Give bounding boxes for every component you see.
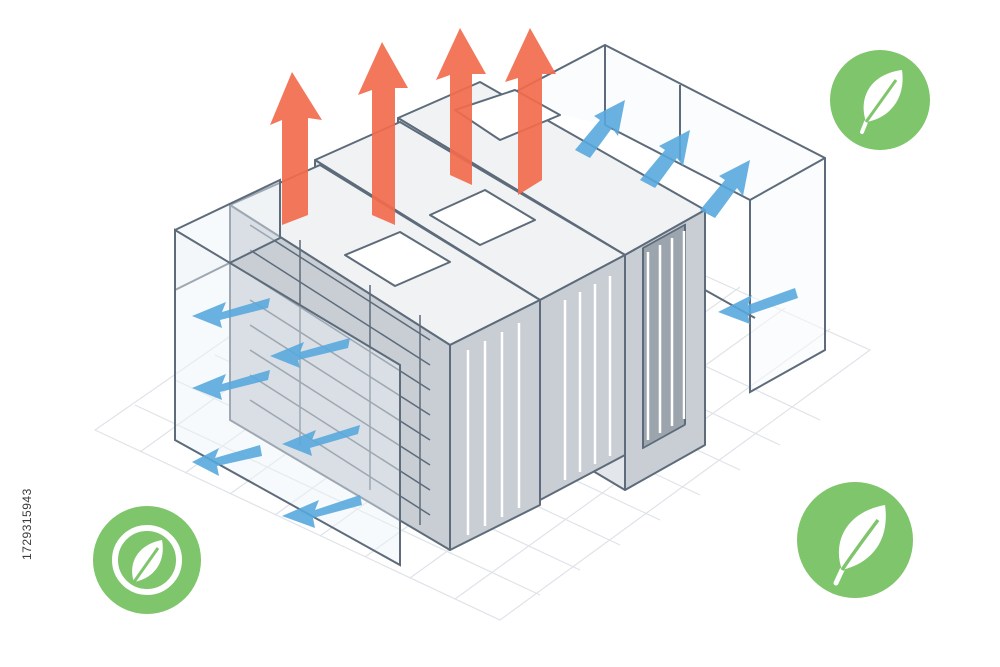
hot-air-arrow-4	[505, 28, 556, 195]
cool-air-arrow-4	[282, 425, 360, 456]
cool-air-arrows	[192, 100, 798, 528]
cool-air-arrow-9	[700, 160, 750, 218]
leaf-badge-top-right	[830, 50, 930, 150]
leaf-icon	[860, 70, 903, 134]
hot-air-arrows	[270, 28, 556, 225]
cool-air-arrow-2	[270, 338, 350, 368]
cool-air-arrow-5	[192, 445, 262, 476]
leaf-icon	[132, 540, 163, 583]
cool-air-arrow-1	[192, 298, 270, 328]
stock-image-id: 1729315943	[20, 488, 34, 560]
cool-air-arrow-8	[640, 130, 690, 188]
cool-air-arrow-6	[282, 495, 362, 528]
cool-air-arrow-3	[192, 370, 270, 400]
hot-air-arrow-2	[358, 42, 408, 225]
leaf-badge-bottom-left	[93, 506, 201, 614]
leaf-badge-bottom-right	[797, 482, 913, 598]
leaf-icon	[833, 505, 886, 586]
cool-air-arrow-7	[575, 100, 625, 158]
hot-air-arrow-1	[270, 72, 322, 225]
cool-air-arrow-10	[718, 288, 798, 324]
hot-air-arrow-3	[436, 28, 486, 185]
